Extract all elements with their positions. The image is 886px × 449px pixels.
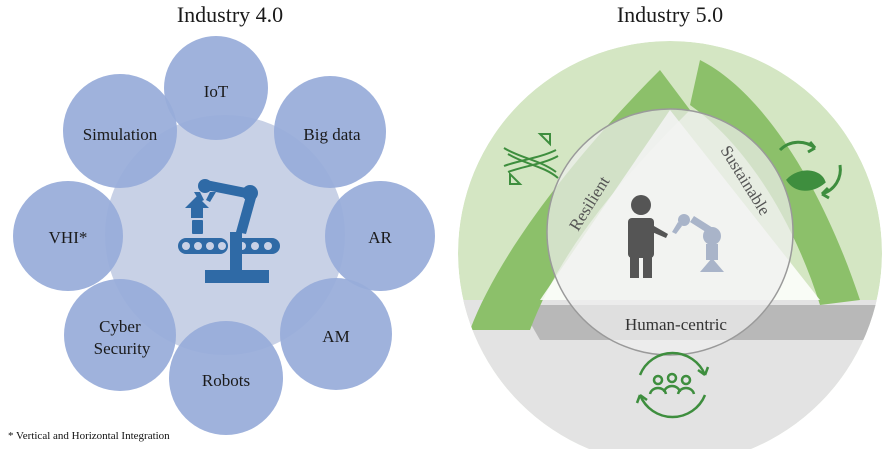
petal-label-simulation: Simulation — [83, 125, 158, 144]
petal-label-vhi: VHI* — [49, 228, 88, 247]
recycle-leaf-icon — [778, 140, 842, 200]
petal-vhi: VHI* — [13, 181, 123, 291]
petal-label-robots: Robots — [202, 371, 250, 390]
petal-label-ar: AR — [368, 228, 392, 247]
hub-circle — [105, 115, 345, 355]
petal-ar: AR — [325, 181, 435, 291]
petal-label-big-data: Big data — [303, 125, 361, 144]
petal-big-data: Big data — [274, 76, 386, 188]
petal-label-am: AM — [322, 327, 349, 346]
petal-cyber-security: Cyber Security — [64, 279, 176, 391]
petal-am: AM — [280, 278, 392, 390]
industry-4-diagram: IoT Big data AR AM Robots Cyber Security — [13, 36, 435, 435]
petal-label-iot: IoT — [204, 82, 229, 101]
resilience-arrows-icon — [503, 133, 559, 185]
footnote: * Vertical and Horizontal Integration — [8, 430, 170, 442]
industry-5-diagram: Resilient Sustainable Human-centric — [458, 41, 882, 449]
industry-5-title: Industry 5.0 — [616, 2, 724, 27]
human-robot-icon — [628, 195, 724, 278]
robot-arm-assembly-icon — [178, 179, 280, 283]
petal-robots: Robots — [169, 321, 283, 435]
industry-4-title: Industry 4.0 — [176, 2, 284, 27]
petal-simulation: Simulation — [63, 74, 177, 188]
petal-label-cyber-security: Cyber Security — [94, 317, 151, 358]
human-centric-label: Human-centric — [625, 315, 727, 334]
people-cycle-icon — [635, 351, 710, 419]
center-circle — [546, 108, 794, 356]
petal-iot: IoT — [164, 36, 268, 140]
